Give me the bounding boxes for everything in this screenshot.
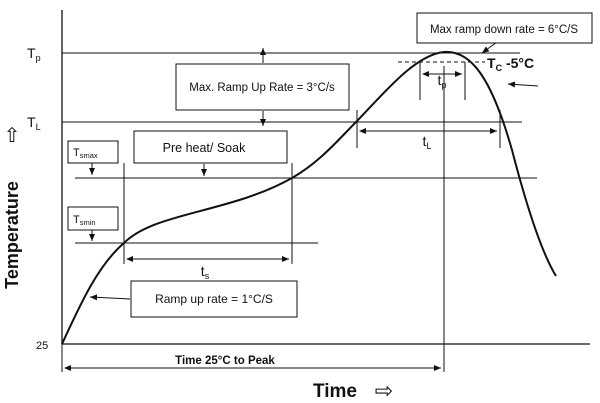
- ramp-up-max-box: [175, 63, 350, 111]
- tc-pointer: [507, 81, 539, 88]
- ramp-up-max-label: Max. Ramp Up Rate = 3°C/s: [189, 82, 335, 94]
- ts-label: ts: [201, 263, 210, 281]
- preheat-label: Pre heat/ Soak: [163, 141, 246, 155]
- x-axis-arrow-icon: ⇨: [375, 378, 393, 403]
- tp-interval-label: tp: [438, 72, 447, 90]
- tl-label: TL: [27, 114, 41, 132]
- x-axis-title: Time: [313, 381, 357, 402]
- ramp-down-box: [416, 12, 593, 44]
- ramp-up-label: Ramp up rate = 1°C/S: [155, 292, 273, 306]
- tp-label: Tp: [27, 45, 41, 63]
- y-axis-arrow-icon: ⇧: [4, 125, 21, 147]
- ramp-up-box: [130, 280, 298, 318]
- time-to-peak-label: Time 25°C to Peak: [175, 355, 275, 367]
- tsmax-label: Tsmax: [73, 147, 98, 160]
- ramp-down-label: Max ramp down rate = 6°C/S: [430, 24, 578, 36]
- tsmin-label: Tsmin: [73, 214, 96, 227]
- tsmin-box: [67, 206, 119, 231]
- ramp-down-pointer: [481, 41, 498, 54]
- preheat-box: [133, 130, 288, 164]
- y-origin-label: 25: [36, 340, 48, 352]
- tc-label: TC -5°C: [487, 55, 534, 73]
- ramp-up-pointer: [89, 294, 131, 301]
- y-axis-title: Temperature: [2, 181, 22, 289]
- tsmax-box: [67, 140, 119, 164]
- tl-interval-label: tL: [423, 133, 432, 151]
